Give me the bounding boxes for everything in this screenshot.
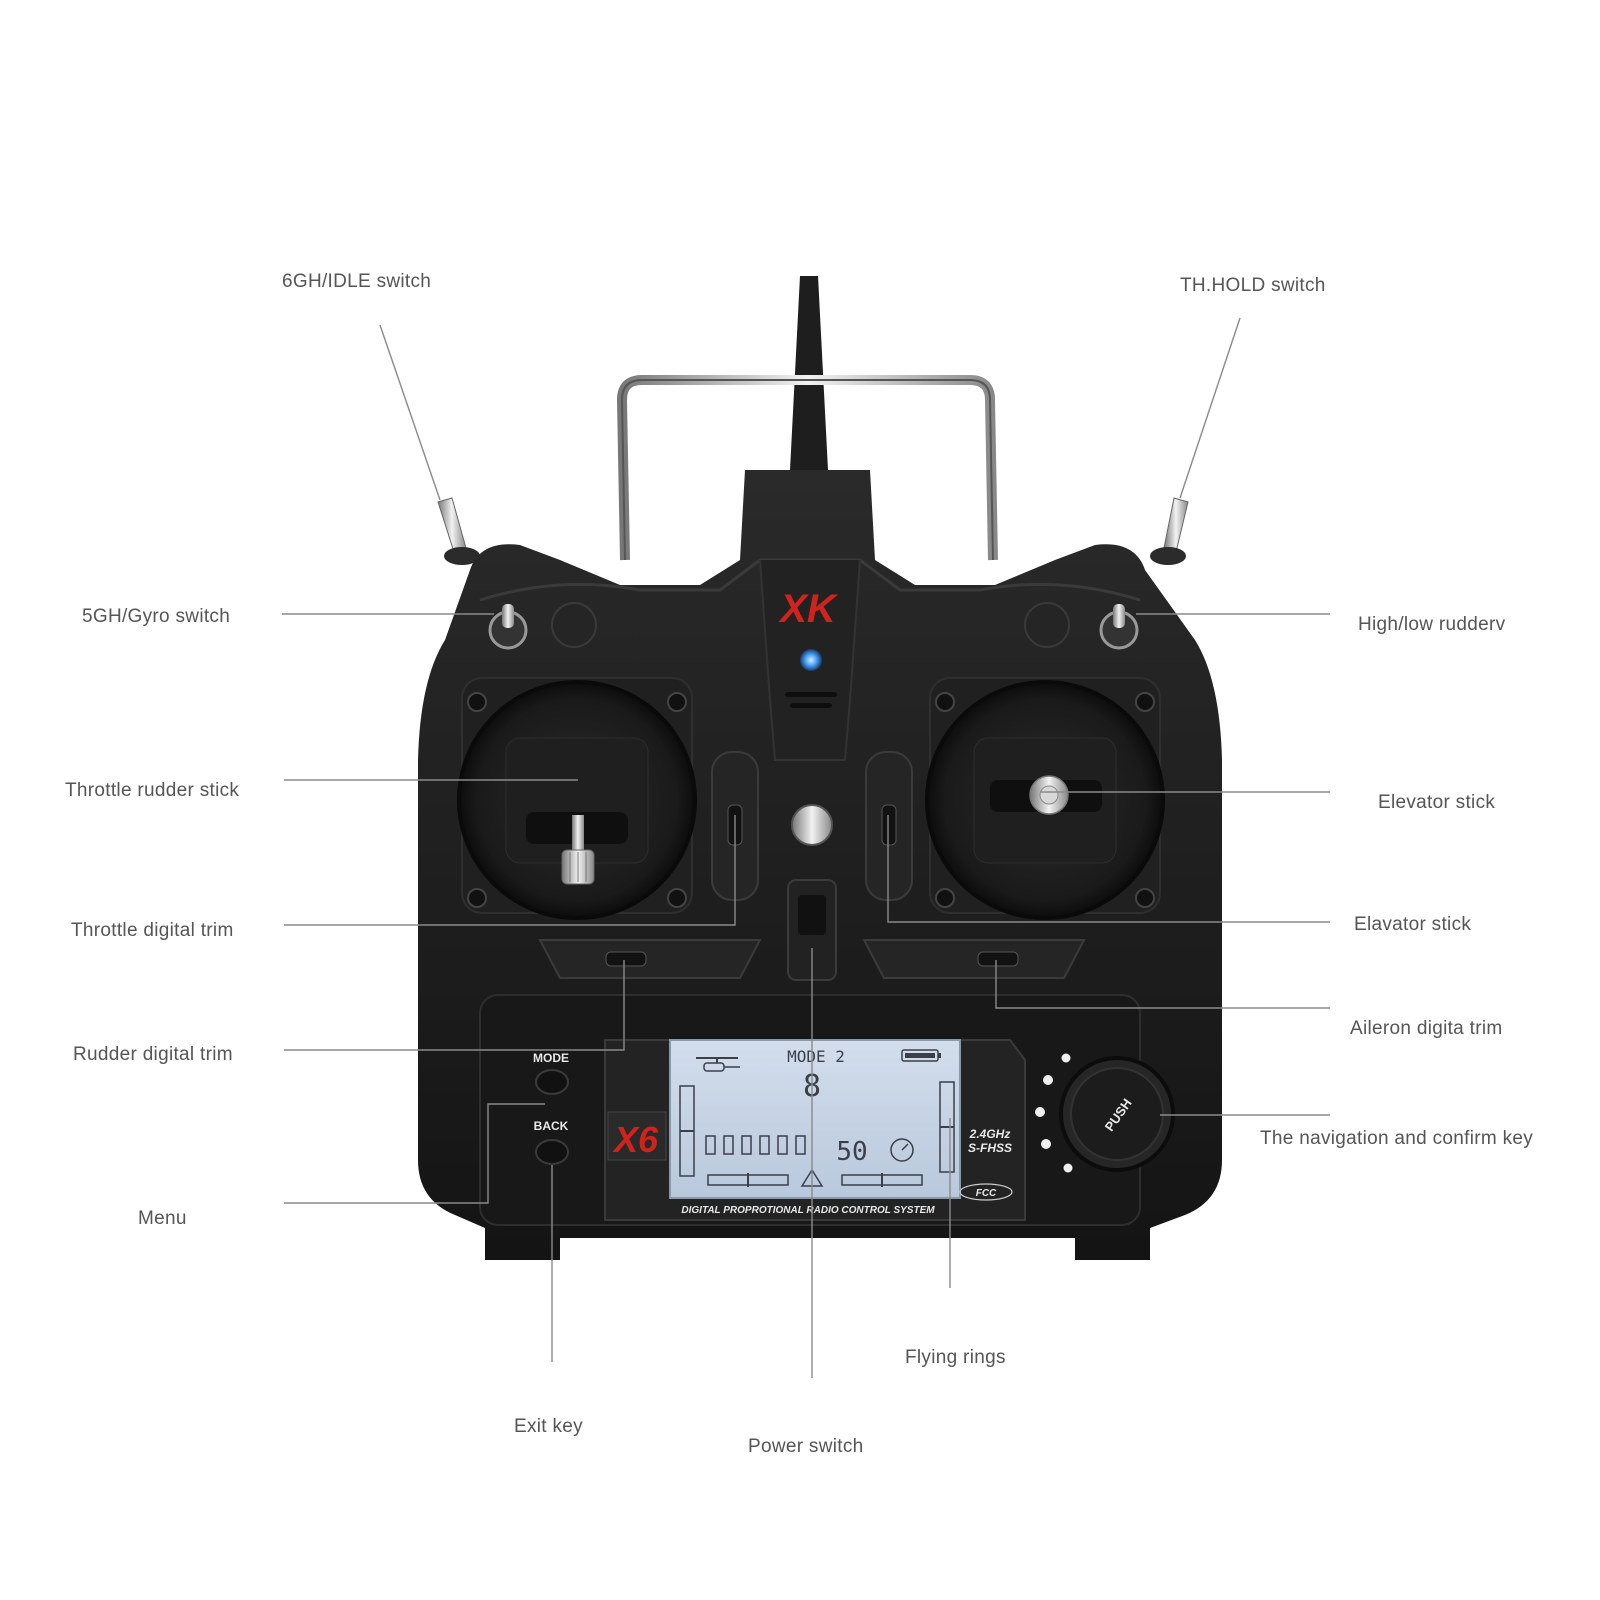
- label-throttle-digital-trim: Throttle digital trim: [71, 920, 234, 941]
- battery-icon: [901, 1049, 941, 1062]
- back-button-group: BACK: [534, 1119, 569, 1133]
- mode-button[interactable]: [535, 1069, 569, 1095]
- label-throttle-rudder-stick: Throttle rudder stick: [65, 780, 239, 801]
- svg-text:S-FHSS: S-FHSS: [968, 1141, 1012, 1155]
- label-exit-key: Exit key: [514, 1416, 583, 1437]
- svg-text:X6: X6: [612, 1119, 659, 1160]
- svg-text:XK: XK: [778, 587, 839, 631]
- elevator-stick[interactable]: [1029, 775, 1069, 815]
- svg-text:FCC: FCC: [976, 1188, 997, 1199]
- label-5gh-gyro-switch: 5GH/Gyro switch: [82, 606, 230, 627]
- antenna: [790, 276, 828, 470]
- footer-text: DIGITAL PROPROTIONAL RADIO CONTROL SYSTE…: [681, 1205, 935, 1216]
- power-switch-knob[interactable]: [791, 804, 833, 846]
- label-nav-confirm-key: The navigation and confirm key: [1260, 1128, 1533, 1149]
- band-badge: 2.4GHz S-FHSS: [968, 1127, 1012, 1155]
- power-led: [800, 649, 822, 671]
- carry-handle: [616, 375, 998, 561]
- leader-lines: [282, 317, 1330, 1378]
- rudder-trim[interactable]: [538, 939, 762, 979]
- label-elavator-stick: Elavator stick: [1354, 914, 1471, 935]
- svg-text:2.4GHz: 2.4GHz: [969, 1127, 1011, 1141]
- label-elevator-stick: Elevator stick: [1378, 792, 1495, 813]
- label-power-switch: Power switch: [748, 1436, 864, 1457]
- flying-rings-dots: [1035, 1053, 1073, 1173]
- svg-text:MODE 2: MODE 2: [787, 1047, 845, 1066]
- speaker-grille: [785, 692, 837, 708]
- navigation-confirm-dial[interactable]: PUSH: [1059, 1056, 1175, 1172]
- label-aileron-digita-trim: Aileron digita trim: [1350, 1018, 1502, 1039]
- throttle-rudder-stick[interactable]: [561, 815, 595, 885]
- left-gimbal: [457, 677, 697, 920]
- label-flying-rings: Flying rings: [905, 1347, 1006, 1368]
- mode-button-group: MODE: [533, 1051, 569, 1065]
- lcd-screen: MODE 2 8 50: [669, 1039, 961, 1199]
- label-high-low-rudder: High/low rudderv: [1358, 614, 1506, 635]
- svg-text:MODE: MODE: [533, 1051, 569, 1065]
- svg-text:DIGITAL PROPROTIONAL RADIO CON: DIGITAL PROPROTIONAL RADIO CONTROL SYSTE…: [681, 1205, 935, 1216]
- label-th-hold-switch: TH.HOLD switch: [1180, 275, 1326, 296]
- back-button[interactable]: [535, 1139, 569, 1165]
- label-rudder-digital-trim: Rudder digital trim: [73, 1044, 233, 1065]
- gh6-idle-toggle[interactable]: [437, 497, 480, 565]
- high-low-rudder-switch[interactable]: [1099, 604, 1139, 650]
- x6-badge: X6: [607, 1111, 667, 1161]
- label-menu: Menu: [138, 1208, 187, 1229]
- label-6gh-idle-switch: 6GH/IDLE switch: [282, 271, 431, 292]
- svg-text:50: 50: [836, 1137, 867, 1167]
- svg-text:BACK: BACK: [534, 1119, 569, 1133]
- fcc-mark: FCC: [959, 1183, 1013, 1201]
- helicopter-icon: [696, 1057, 740, 1072]
- right-dial[interactable]: [1024, 602, 1070, 648]
- xk-logo: XK: [778, 587, 839, 631]
- aileron-trim[interactable]: [862, 939, 1086, 979]
- th-hold-toggle[interactable]: [1150, 497, 1189, 565]
- left-dial[interactable]: [551, 602, 597, 648]
- elevator-trim[interactable]: [865, 751, 913, 901]
- power-switch[interactable]: [787, 879, 837, 981]
- gh5-gyro-switch[interactable]: [488, 604, 528, 650]
- channel-bars: [705, 1135, 806, 1155]
